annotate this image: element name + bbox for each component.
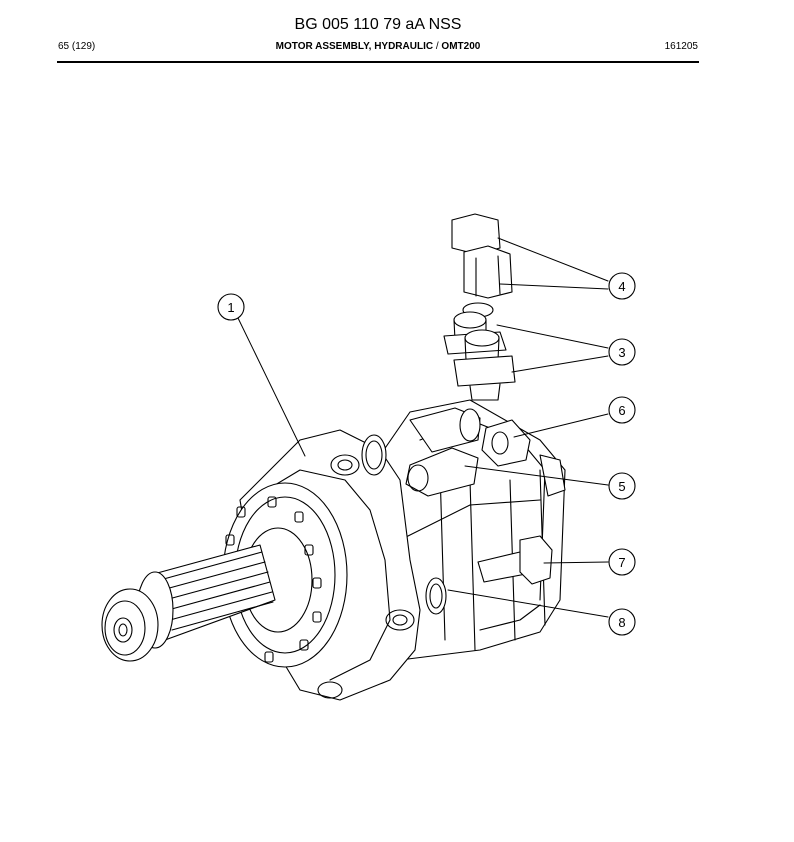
callout-5-label: 5 [618,479,625,494]
callout-8-label: 8 [618,615,625,630]
callout-4: 4 [608,272,636,300]
date-code: 161205 [664,41,698,52]
leader-lines [237,237,609,618]
callout-4-label: 4 [618,279,625,294]
port-caps [451,213,513,318]
port-fittings [443,311,516,401]
bolt-circle-hub [222,482,348,668]
callout-6-label: 6 [618,403,625,418]
model-name: OMT200 [441,41,481,52]
header-rule [57,61,699,63]
section-title-line: MOTOR ASSEMBLY, HYDRAULIC / OMT200 [0,41,756,52]
callout-1: 1 [217,293,245,321]
page-number: 65 (129) [58,41,96,52]
title-separator: / [435,41,439,52]
callout-6: 6 [608,396,636,424]
callout-8: 8 [608,608,636,636]
callout-7-label: 7 [618,555,625,570]
document-number: BG 005 110 79 aA NSS [294,16,462,33]
nameplates [361,434,447,615]
side-fittings [405,407,566,585]
callout-7: 7 [608,548,636,576]
section-title: MOTOR ASSEMBLY, HYDRAULIC [275,41,434,52]
callout-3: 3 [608,338,636,366]
callout-5: 5 [608,472,636,500]
callout-1-label: 1 [227,300,234,315]
splined-shaft [101,544,276,662]
callout-3-label: 3 [618,345,625,360]
